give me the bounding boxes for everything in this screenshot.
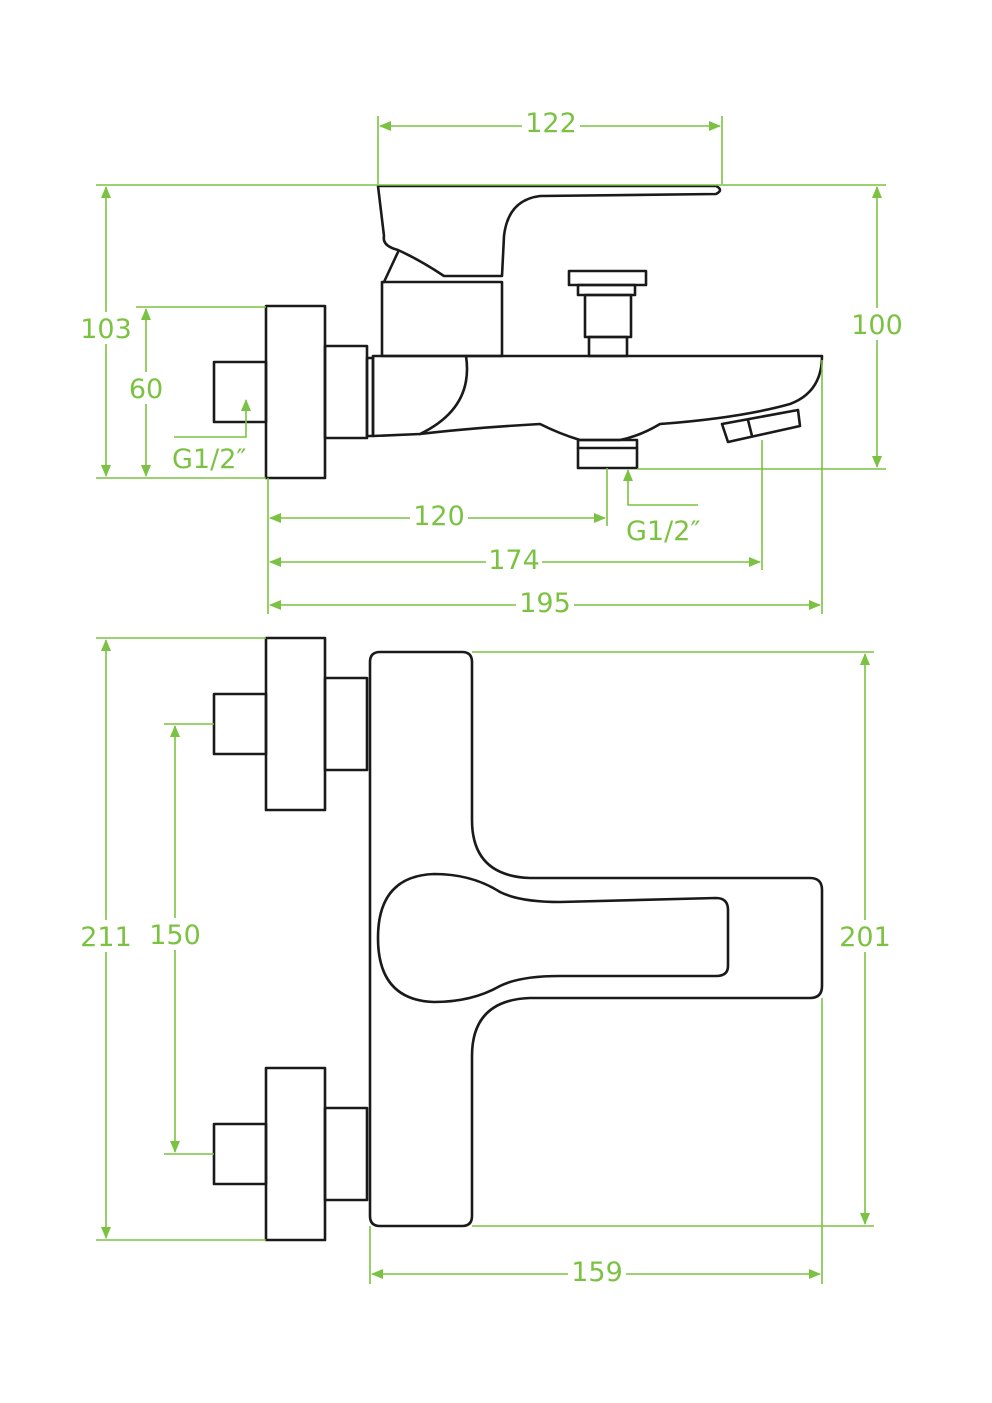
front-lever [376, 872, 730, 1004]
side-view: 122 103 60 G1/2″ 100 G1/2″ [78, 108, 905, 619]
side-aerator [576, 438, 639, 470]
dim-inlet-thread-label: G1/2″ [172, 444, 246, 475]
dim-174-label: 174 [488, 545, 540, 576]
dim-195-label: 195 [519, 588, 571, 619]
side-diverter-base [587, 335, 629, 358]
dim-120-label: 120 [413, 501, 465, 532]
dim-150-label: 150 [149, 920, 201, 951]
front-view: 211 150 201 159 [78, 636, 894, 1288]
side-wall-flange [264, 304, 327, 480]
side-spout-nozzle-line [746, 418, 754, 438]
front-upper-inlet [212, 692, 268, 756]
dim-159-label: 159 [571, 1257, 623, 1288]
side-body-spout [371, 354, 824, 442]
side-spout-nozzle [720, 408, 802, 444]
front-upper-nut [323, 676, 369, 772]
dim-103-label: 103 [80, 314, 132, 345]
side-view-outline [212, 184, 824, 480]
front-lower-inlet [212, 1122, 268, 1186]
side-diverter-stem [583, 293, 633, 339]
front-view-outline [212, 636, 824, 1242]
side-body-inner-curve [418, 354, 469, 436]
dim-211-label: 211 [80, 922, 132, 953]
dim-122-label: 122 [525, 108, 577, 139]
dim-outlet-thread-label: G1/2″ [626, 516, 700, 547]
side-connector-nut [323, 344, 369, 440]
dim-100-label: 100 [851, 310, 903, 341]
side-lever-neck [382, 250, 400, 284]
side-cartridge-housing [380, 280, 504, 358]
front-lower-nut [323, 1106, 369, 1202]
front-body [368, 650, 824, 1228]
side-view-dimensions: 122 103 60 G1/2″ 100 G1/2″ [78, 108, 905, 619]
front-lower-flange [264, 1066, 327, 1242]
side-diverter-top [576, 283, 637, 297]
dim-201-label: 201 [839, 922, 891, 953]
side-inlet-stub [212, 360, 268, 424]
front-view-dimensions: 211 150 201 159 [78, 637, 894, 1288]
front-upper-flange [264, 636, 327, 812]
side-diverter-cap [567, 269, 648, 287]
dim-60-label: 60 [129, 374, 163, 405]
side-lever-handle [376, 184, 722, 278]
